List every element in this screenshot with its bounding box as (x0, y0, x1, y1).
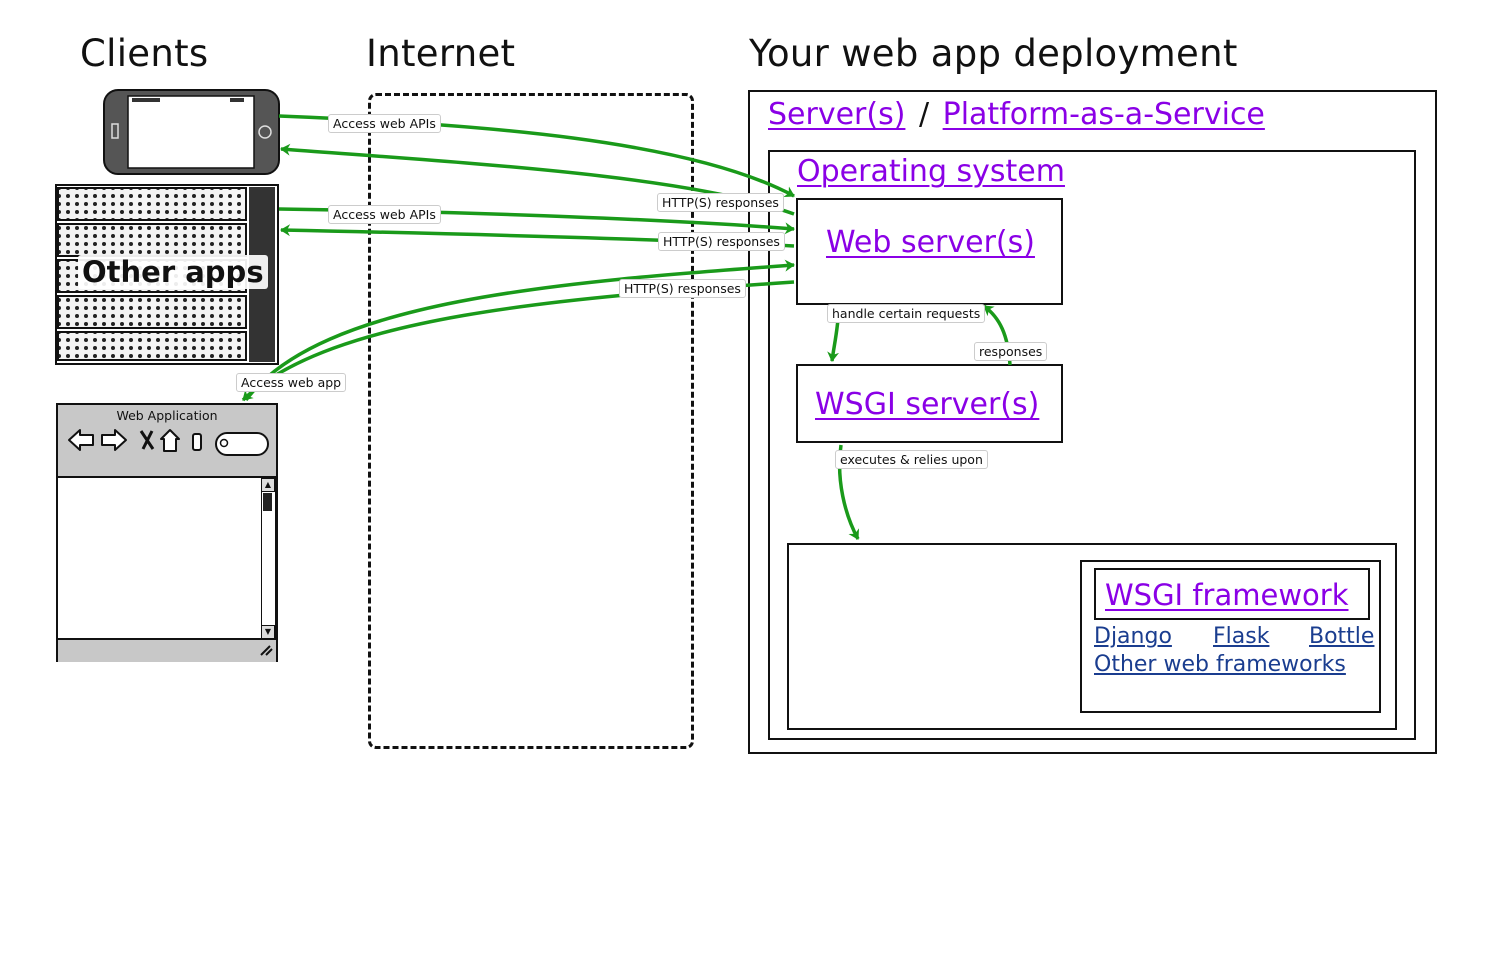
django-link[interactable]: Django (1094, 624, 1172, 649)
title-separator: / (918, 97, 930, 132)
other-apps-label: Other apps (78, 255, 268, 289)
phone-icon (103, 89, 280, 175)
bottle-link[interactable]: Bottle (1309, 624, 1375, 649)
scroll-thumb[interactable] (263, 493, 272, 511)
clients-heading: Clients (80, 32, 209, 75)
wsgi-server-box (796, 364, 1063, 443)
edge-label-browser-request: Access web app (236, 373, 347, 392)
edge-label-apps-request: Access web APIs (328, 205, 441, 224)
wsgi-framework-link[interactable]: WSGI framework (1105, 578, 1349, 612)
internet-heading: Internet (366, 32, 516, 75)
paas-link[interactable]: Platform-as-a-Service (942, 97, 1265, 132)
home-icon (160, 429, 180, 452)
browser-window: Web Application ▲ ▼ (56, 403, 278, 662)
edge-label-executes: executes & relies upon (835, 450, 988, 469)
servers-link[interactable]: Server(s) (768, 97, 906, 132)
flask-link[interactable]: Flask (1213, 624, 1270, 649)
scroll-up-button[interactable]: ▲ (261, 478, 275, 492)
web-server-link[interactable]: Web server(s) (826, 225, 1035, 260)
resize-grip-icon (260, 645, 273, 656)
bookmark-icon (192, 433, 202, 451)
edge-label-apps-response: HTTP(S) responses (658, 232, 785, 251)
os-link[interactable]: Operating system (797, 154, 1065, 189)
edge-label-responses: responses (974, 342, 1048, 361)
edge-label-phone-request: Access web APIs (328, 114, 441, 133)
search-icon (219, 438, 229, 448)
internet-region (368, 93, 694, 749)
servers-title: Server(s) / Platform-as-a-Service (768, 97, 1265, 132)
arrow-browser-request (244, 259, 795, 402)
other-frameworks-link[interactable]: Other web frameworks (1094, 652, 1346, 677)
edge-label-browser-response: HTTP(S) responses (619, 279, 746, 298)
edge-label-handle-requests: handle certain requests (827, 304, 986, 323)
edge-label-phone-response: HTTP(S) responses (657, 193, 784, 212)
stop-icon (139, 430, 155, 450)
browser-status-bar (58, 638, 276, 662)
forward-arrow-icon (101, 429, 127, 451)
wsgi-framework-title-box (1094, 568, 1370, 620)
back-arrow-icon (68, 429, 94, 451)
web-server-box (796, 198, 1063, 305)
address-field (215, 432, 269, 456)
wsgi-server-link[interactable]: WSGI server(s) (815, 387, 1040, 422)
deployment-heading: Your web app deployment (749, 32, 1238, 75)
browser-scrollbar[interactable]: ▲ ▼ (261, 478, 276, 640)
browser-nav-icons (68, 429, 269, 456)
browser-title: Web Application (116, 408, 218, 423)
